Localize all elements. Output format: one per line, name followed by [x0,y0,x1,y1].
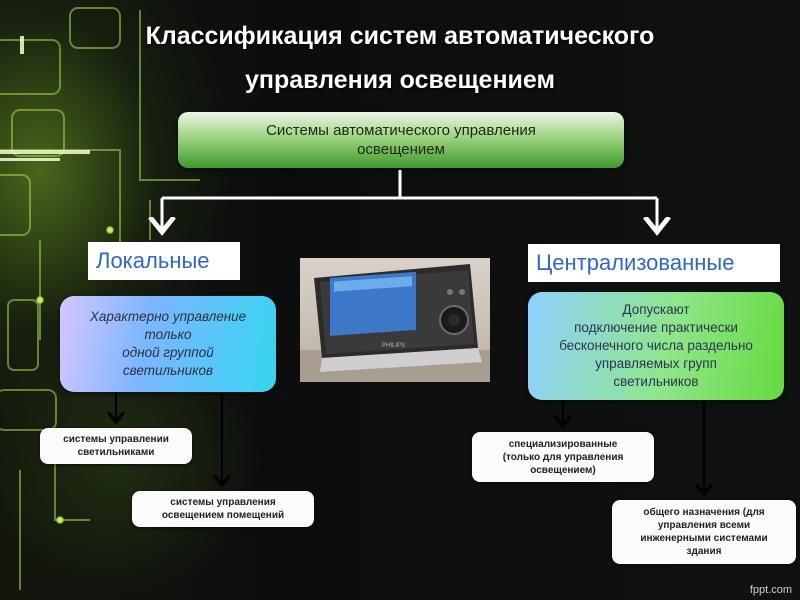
photo-brand-text: PHILIPS [382,343,405,349]
leaf-line: инженерными системами [640,533,768,544]
leaf-line: системы управления [170,497,276,508]
local-description-line: светильников [122,363,214,378]
leaf-line: управления всеми [657,520,751,531]
central-description-line: светильников [613,374,699,389]
root-node: Системы автоматического управления освещ… [178,112,624,168]
slide-title-line-2: управления освещением [245,66,555,94]
central-description-line: подключение практически [574,320,738,335]
leaf-line: светильниками [77,447,155,458]
local-description-line: Характерно управление [89,309,247,324]
leaf-lighting-fixtures-control: системы управлении светильниками [40,428,192,464]
leaf-line: специализированные [508,438,618,450]
central-description-line: Допускают [622,302,690,317]
category-local-label: Локальные [88,242,240,280]
leaf-line: освещением) [530,464,596,476]
root-node-line-2: освещением [357,141,445,158]
leaf-line: освещением помещений [161,510,285,521]
central-description-line: управляемых групп [595,356,717,371]
footer-watermark: fppt.com [749,584,792,596]
leaf-line: (только для управления [502,451,624,463]
leaf-line: здания [686,546,722,557]
leaf-specialized: специализированные (только для управлени… [472,432,654,482]
central-description-box: Допускают подключение практически бескон… [528,292,784,400]
local-description-line: одной группой [122,345,214,360]
local-description-line: только [144,327,192,342]
root-node-line-1: Системы автоматического управления [266,122,536,139]
remote-control-photo: PHILIPS [300,258,490,382]
category-central-label: Централизованные [528,244,780,282]
leaf-room-lighting-control: системы управления освещением помещений [132,491,314,527]
leaf-line: системы управлении [63,434,169,445]
leaf-line: общего назначения (для [643,507,765,518]
local-description-box: Характерно управление только одной групп… [60,296,276,392]
central-description-line: бесконечного числа раздельно [559,338,753,353]
leaf-general-purpose: общего назначения (для управления всеми … [612,500,796,564]
slide-title-line-1: Классификация систем автоматического [145,22,655,50]
